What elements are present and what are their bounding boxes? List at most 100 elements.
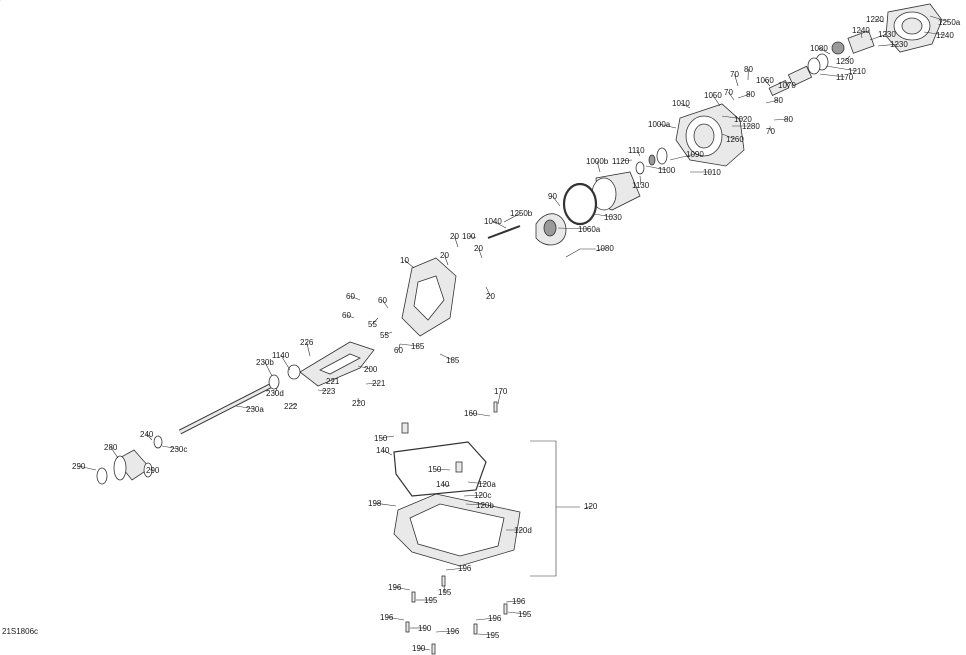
leader-line: [442, 483, 451, 487]
leader-line: [386, 616, 405, 621]
leader-line: [235, 405, 255, 410]
part-label: 1080: [810, 44, 828, 53]
leader-line: [290, 403, 297, 407]
part-label: 220: [352, 399, 366, 408]
part-label: 223: [322, 387, 336, 396]
o-ring: [562, 182, 598, 226]
part-label: 90: [548, 192, 557, 201]
leader-line: [639, 175, 642, 186]
part-label: 1010: [672, 99, 690, 108]
part-label: 190: [418, 624, 432, 633]
part-label: 55: [380, 331, 389, 340]
part-label: 1240: [852, 26, 870, 35]
part-label: 1070: [778, 81, 796, 90]
leader-line: [593, 213, 613, 218]
leader-line: [737, 93, 751, 99]
part-label: 1000a: [648, 120, 671, 129]
part-label: 80: [784, 115, 793, 124]
leader-line: [382, 299, 389, 309]
leader-line: [444, 254, 449, 266]
leader-line: [434, 468, 451, 471]
pump-housing: [635, 103, 745, 175]
part-label: 10: [400, 256, 409, 265]
leader-line: [475, 617, 495, 621]
part-label: 221: [372, 379, 386, 388]
part-label: 150: [428, 465, 442, 474]
boot: [96, 435, 163, 485]
leader-line: [583, 505, 591, 510]
part-label: 20: [450, 232, 459, 241]
shaft-tool: [487, 225, 521, 239]
leader-line: [825, 65, 857, 72]
part-label: 1120: [612, 157, 630, 166]
leader-line: [595, 247, 605, 252]
part-label: 290: [72, 462, 86, 471]
leader-line: [645, 165, 667, 171]
part-label: 20: [486, 292, 495, 301]
part-label: 70: [724, 88, 733, 97]
part-label: 80: [774, 96, 783, 105]
part-label: 1080: [596, 244, 614, 253]
part-label: 120b: [476, 501, 494, 510]
part-label: 1060a: [578, 225, 601, 234]
leader-line: [399, 343, 418, 347]
leader-line: [492, 220, 507, 229]
wear-ring: [591, 171, 641, 211]
part-label: 1090: [686, 150, 704, 159]
leader-line: [712, 94, 721, 107]
leader-line: [317, 389, 329, 392]
leader-line: [929, 15, 950, 23]
leader-line: [485, 286, 491, 297]
drawing-code: 21S1806c: [2, 627, 38, 636]
leader-line: [874, 18, 885, 23]
leader-line: [274, 385, 279, 394]
leader-line: [418, 647, 431, 651]
part-label: 70: [730, 70, 739, 79]
part-label: 60: [342, 311, 351, 320]
part-label: 150: [374, 434, 388, 443]
part-label: 100: [462, 232, 476, 241]
part-label: 1140: [272, 351, 290, 360]
leader-line: [507, 611, 525, 615]
part-label: 1110: [628, 146, 645, 155]
part-label: 290: [146, 466, 160, 475]
part-label: 1230: [836, 57, 854, 66]
leader-line: [357, 365, 371, 370]
leader-line: [350, 295, 361, 301]
leader-line: [467, 481, 487, 485]
bracket: [299, 341, 375, 387]
bolts: [401, 401, 508, 655]
part-label: 195: [486, 631, 500, 640]
leader-line: [463, 494, 483, 497]
leader-line: [497, 390, 501, 405]
leader-line: [404, 259, 415, 269]
part-label: 120a: [478, 480, 496, 489]
part-label: 196: [446, 627, 460, 636]
leader-line: [596, 160, 601, 173]
pump-nozzle-assembly: [768, 3, 943, 96]
leader-line: [552, 195, 561, 207]
part-label: 1100: [658, 166, 676, 175]
part-label: 230b: [256, 358, 274, 367]
leader-line: [380, 435, 395, 439]
part-label: 60: [346, 292, 355, 301]
leader-line: [557, 227, 590, 230]
part-label: 240: [140, 430, 154, 439]
part-label: 1250a: [938, 18, 961, 27]
leader-line: [844, 55, 851, 62]
leader-line: [443, 585, 445, 593]
leader-line: [110, 446, 119, 459]
part-label: 1020: [734, 115, 752, 124]
leader-line: [161, 445, 179, 450]
callout-brackets: [530, 248, 596, 577]
part-label: 1040: [484, 217, 502, 226]
ride-plate: [393, 493, 521, 567]
part-label: 200: [364, 365, 378, 374]
leader-line: [877, 43, 899, 47]
part-label: 1030: [604, 213, 622, 222]
part-label: 230d: [266, 389, 284, 398]
part-label: 120: [584, 502, 598, 511]
part-label: 1000b: [586, 157, 609, 166]
part-label: 196: [488, 614, 502, 623]
leader-line: [454, 235, 459, 248]
